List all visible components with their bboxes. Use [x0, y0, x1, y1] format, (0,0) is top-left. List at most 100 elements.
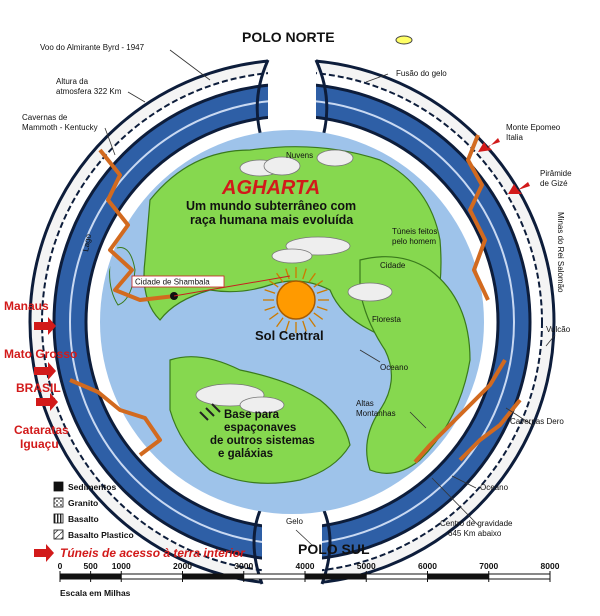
sun-ray [285, 320, 290, 332]
leader-lines [104, 49, 556, 546]
scale-tick-label: 7000 [479, 561, 498, 571]
label-fusao-gelo: Fusão do gelo [396, 69, 447, 78]
scale-tick-label: 500 [84, 561, 98, 571]
label-gelo: Gelo [286, 517, 303, 526]
scale-segment [182, 574, 244, 579]
scale-tick-label: 8000 [541, 561, 560, 571]
north-polar-opening [268, 52, 316, 142]
label-base-3: de outros sistemas [210, 435, 315, 447]
sun-ray [276, 317, 284, 328]
label-piramide-2: de Gizé [540, 179, 568, 188]
label-base-1: Base para [224, 409, 280, 421]
arrow-tuneis [34, 544, 54, 562]
shambala-line [173, 275, 291, 297]
access-tunnels [69, 134, 522, 464]
tunnel-south-east [413, 358, 507, 464]
tunnel-south-east-2 [458, 398, 522, 462]
sun-ray [264, 306, 276, 311]
scale-tick-label: 1000 [112, 561, 131, 571]
cloud-8 [347, 282, 393, 302]
label-centro-1: Centro de gravidade [440, 519, 513, 528]
label-altura-atm-1: Altura da [56, 77, 89, 86]
legend-label: Granito [68, 498, 98, 508]
sun-ray [302, 268, 307, 280]
scale-segment [305, 574, 367, 579]
label-base-4: e galáxias [218, 448, 273, 460]
cloud-3 [316, 149, 354, 167]
label-minas: Minas do Rei Salomão [556, 212, 565, 293]
scale-tick-label: 0 [58, 561, 63, 571]
label-oceano-2: Oceano [480, 483, 509, 492]
scale-tick-label: 2000 [173, 561, 192, 571]
red-arrows [34, 138, 530, 562]
label-subtitle-2: raça humana mais evoluída [190, 213, 354, 227]
sun-ray [268, 280, 279, 288]
central-sun [263, 267, 329, 333]
label-sol-central: Sol Central [255, 328, 324, 343]
sun-ray [268, 312, 279, 320]
label-mato-grosso: Mato Grosso [4, 347, 77, 361]
label-epomeo-1: Monte Epomeo [506, 123, 561, 132]
north-opening-edge-left [255, 59, 270, 141]
label-agharta: AGHARTA [221, 177, 320, 199]
sun-ray [313, 280, 324, 288]
sun-ray [302, 320, 307, 332]
scale-bar: 0 500 1000 2000 3000 4000 5000 6000 7000 8000Esca… [58, 561, 560, 598]
sun-ray [316, 289, 328, 294]
scale-tick-label: 4000 [296, 561, 315, 571]
sun-ray [285, 268, 290, 280]
scale-segment [427, 574, 489, 579]
arrow-epomeo [478, 138, 500, 152]
tunnel-east [466, 134, 490, 301]
sun-ray [316, 306, 328, 311]
label-iguacu: Iguaçu [20, 437, 59, 451]
scale-title: Escala em Milhas [60, 588, 131, 598]
label-cidade: Cidade [380, 261, 406, 270]
label-tuneis-acesso: Túneis de acesso à terra interior [60, 546, 246, 560]
label-piramide-1: Pirâmide [540, 169, 572, 178]
sun-ray [313, 312, 324, 320]
label-altura-atm-2: atmosfera 322 Km [56, 87, 122, 96]
north-pole-marker [395, 35, 413, 45]
legend-label: Basalto [68, 514, 99, 524]
shambala-label-box [131, 275, 225, 288]
label-epomeo-2: Italia [506, 133, 523, 142]
label-oceano-1: Oceano [380, 363, 409, 372]
legend-label: Basalto Plastico [68, 530, 134, 540]
tunnel-west-lower [69, 378, 162, 457]
cloud-7 [239, 396, 285, 414]
label-altas-1: Altas [356, 399, 374, 408]
label-polo-norte: POLO NORTE [242, 29, 335, 45]
scale-tick-label: 6000 [418, 561, 437, 571]
north-opening-edge-right [314, 59, 329, 141]
sun-ray [308, 317, 316, 328]
label-tuneis-1: Túneis feitos [392, 227, 437, 236]
legend-swatch-black [53, 481, 64, 492]
label-cavernas-dero: Cavernas Dero [510, 417, 564, 426]
arrow-mato-grosso [34, 362, 56, 380]
arrow-brasil [36, 393, 58, 411]
continent-east [359, 256, 471, 474]
label-centro-2: 645 Km abaixo [448, 529, 502, 538]
scale-tick-label: 5000 [357, 561, 376, 571]
arrow-manaus [34, 317, 56, 335]
scale-tick-label: 3000 [234, 561, 253, 571]
label-polo-sul: POLO SUL [298, 541, 370, 557]
clouds [195, 149, 393, 414]
label-nuvens: Nuvens [286, 151, 313, 160]
label-brasil: BRASIL [16, 381, 61, 395]
label-tuneis-2: pelo homem [392, 237, 436, 246]
label-manaus: Manaus [4, 299, 49, 313]
label-shambala: Cidade de Shambala [135, 278, 210, 287]
label-mammoth-1: Cavernas de [22, 113, 68, 122]
tunnel-west-upper [98, 148, 176, 302]
label-vulcao: Vulcão [546, 325, 571, 334]
label-altas-2: Montanhas [356, 409, 396, 418]
cloud-5 [271, 248, 313, 264]
legend-swatch-stripes [53, 513, 64, 524]
cloud-2 [263, 156, 301, 176]
label-voo-byrd: Voo do Almirante Byrd - 1947 [40, 43, 145, 52]
label-cataratas: Cataratas [14, 423, 69, 437]
